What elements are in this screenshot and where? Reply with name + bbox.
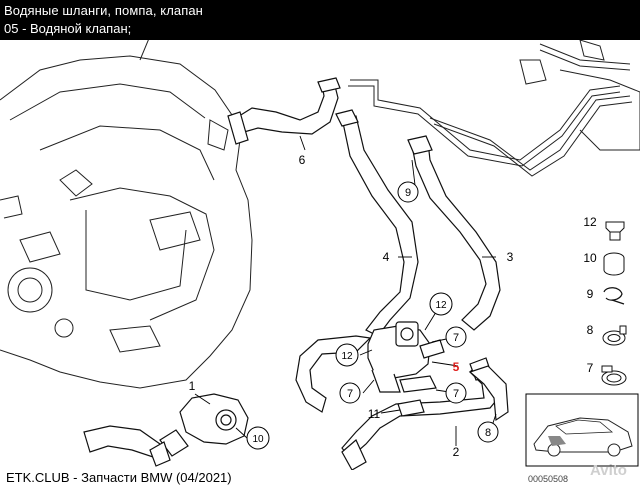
callout-3: 3	[507, 250, 514, 264]
callout-9-circle	[397, 181, 419, 203]
parts-legend: 12 10 9 8 7	[583, 215, 627, 386]
water-valve	[367, 321, 445, 393]
callout-6: 6	[299, 153, 306, 167]
watermark: Avito	[590, 462, 627, 479]
hose-3	[407, 135, 501, 331]
diagram-subtitle: 05 - Водяной клапан;	[4, 21, 132, 36]
engine-block-drawing	[0, 40, 253, 389]
parts-diagram: 6 9 4 3 12 7 12 5 7 7 11 8 2 1 10 12 10	[0, 40, 640, 470]
callout-1: 1	[189, 379, 196, 393]
callout-8: 8	[485, 427, 491, 439]
hose-8	[468, 365, 509, 422]
callout-8-circle	[477, 421, 499, 443]
callout-11: 11	[368, 407, 381, 421]
legend-label-10: 10	[583, 251, 597, 265]
callouts: 6 9 4 3 12 7 12 5 7 7 11 8 2 1 10	[189, 153, 514, 459]
legend-label-8: 8	[587, 323, 594, 337]
callout-12b-circle	[335, 343, 359, 367]
diagram-code: 00050508	[528, 474, 569, 484]
header-bar: Водяные шланги, помпа, клапан 05 - Водян…	[0, 0, 640, 40]
seal-ring-icon	[603, 252, 625, 276]
callout-7a-circle	[445, 326, 467, 348]
worm-clamp-icon	[601, 365, 627, 386]
callout-4: 4	[383, 250, 390, 264]
source-footer: ETK.CLUB - Запчасти BMW (04/2021)	[6, 470, 232, 485]
plug-icon	[605, 221, 625, 241]
callout-10-circle	[246, 426, 270, 450]
legend-label-12: 12	[583, 215, 597, 229]
diagram-title: Водяные шланги, помпа, клапан	[4, 3, 203, 18]
callout-2: 2	[453, 445, 460, 459]
legend-label-9: 9	[587, 287, 594, 301]
callout-12b: 12	[341, 351, 353, 362]
hose-4	[335, 109, 419, 337]
clip-icon	[603, 287, 625, 305]
callout-7c: 7	[453, 388, 459, 400]
callout-5: 5	[453, 360, 460, 374]
callout-12a: 12	[435, 300, 447, 311]
hose-clamp-icon	[602, 325, 627, 346]
car-thumbnail	[525, 393, 639, 467]
clip-11	[397, 399, 425, 417]
water-pump	[83, 393, 249, 467]
callout-9: 9	[405, 187, 411, 199]
radiator-lines-drawing	[348, 40, 640, 177]
callout-7a: 7	[453, 332, 459, 344]
legend-label-7: 7	[587, 361, 594, 375]
callout-7b: 7	[347, 388, 353, 400]
hose-lower-left	[295, 335, 372, 413]
callout-12a-circle	[429, 292, 453, 316]
callout-10: 10	[252, 434, 264, 445]
hose-6	[227, 77, 341, 145]
callout-7b-circle	[339, 382, 361, 404]
callout-7c-circle	[445, 382, 467, 404]
